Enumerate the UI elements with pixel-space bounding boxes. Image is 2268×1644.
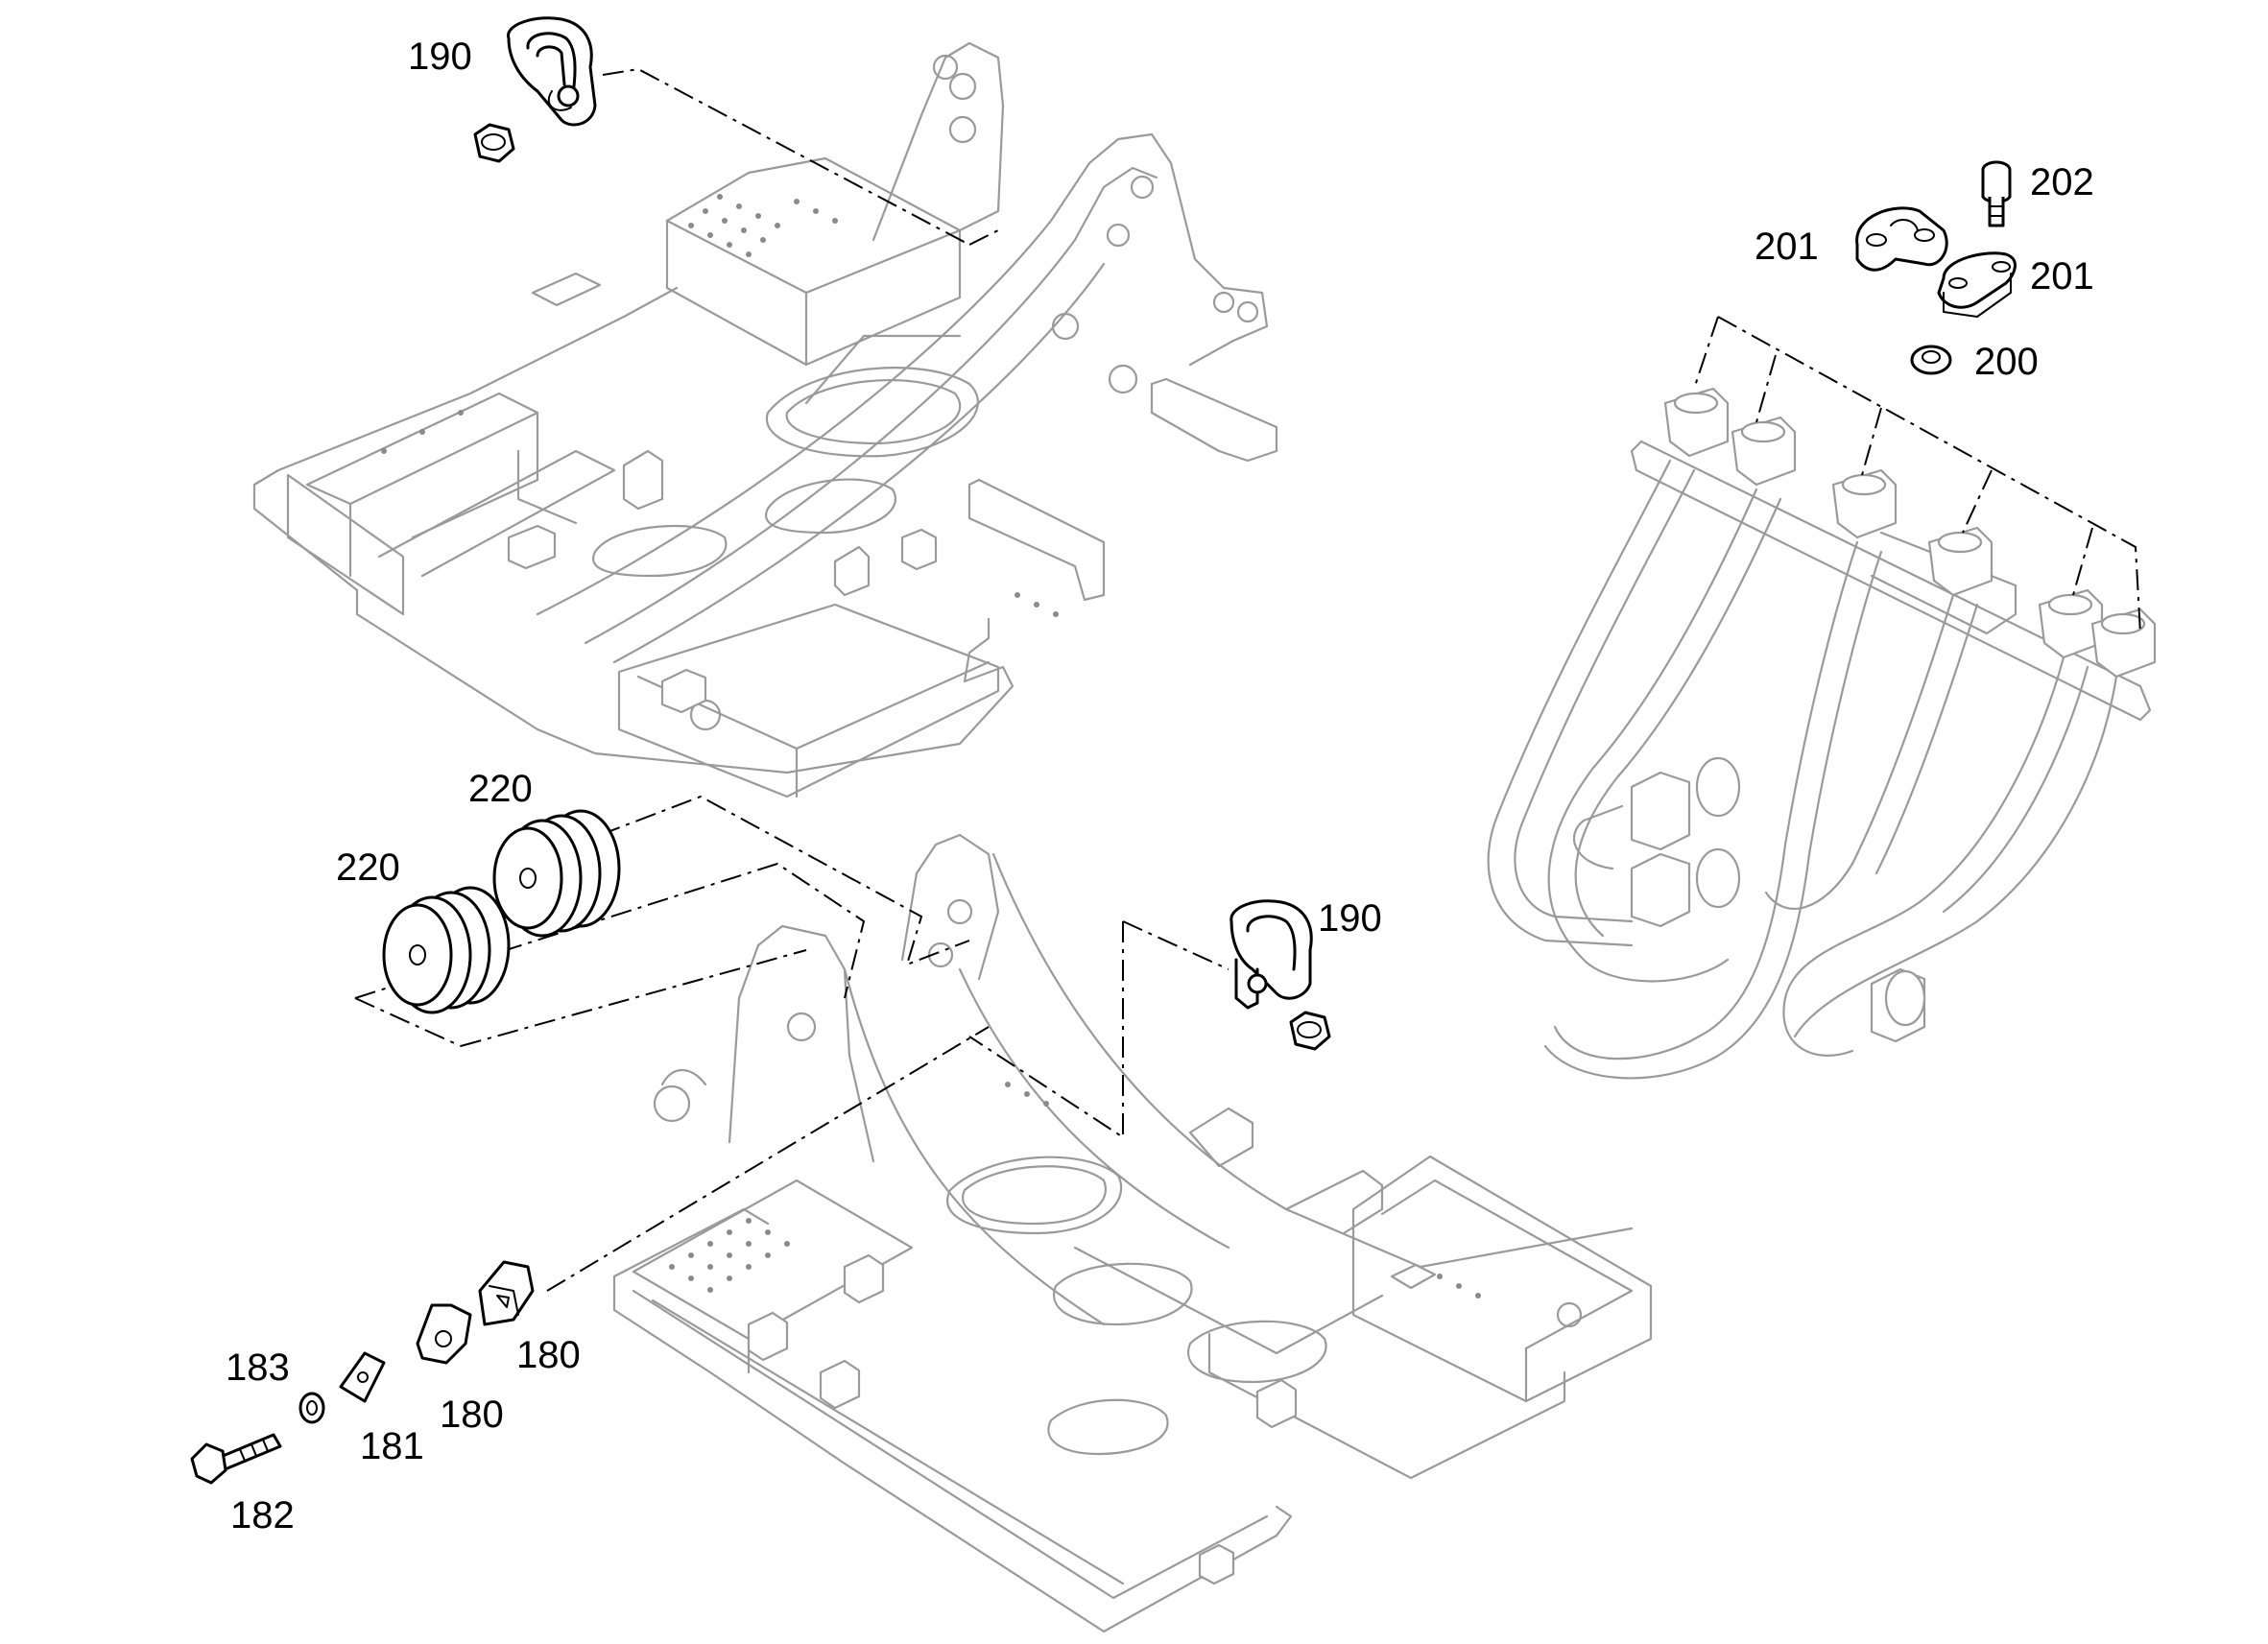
callout-201-upper: 201 xyxy=(1755,226,1819,268)
nut-190-lower xyxy=(1289,1011,1331,1051)
bushing-220-right xyxy=(492,809,621,938)
callout-182: 182 xyxy=(230,1494,295,1537)
washer-183 xyxy=(298,1392,325,1424)
callout-220-right: 220 xyxy=(468,768,533,810)
bolt-182 xyxy=(190,1433,282,1485)
callout-201-lower: 201 xyxy=(2030,255,2094,298)
flange-half-201-upper xyxy=(1855,206,1948,272)
callout-190-lower: 190 xyxy=(1318,897,1382,940)
callout-190-top: 190 xyxy=(408,36,472,78)
screw-202 xyxy=(1981,160,2012,227)
callout-181: 181 xyxy=(360,1425,424,1467)
callout-183: 183 xyxy=(226,1346,290,1389)
flange-half-201-lower xyxy=(1937,251,2017,318)
bracket-180-right xyxy=(478,1260,535,1326)
clamp-190-lower xyxy=(1229,899,1313,1010)
hydraulic-pipe-assembly xyxy=(1487,387,2157,1080)
callout-200: 200 xyxy=(1974,341,2039,383)
upper-main-frame xyxy=(252,41,1278,798)
callout-220-left: 220 xyxy=(336,846,400,889)
bushing-220-left xyxy=(382,886,511,1014)
clamp-190-top xyxy=(507,16,597,127)
callout-180-right: 180 xyxy=(516,1334,581,1376)
lower-main-frame xyxy=(612,833,1653,1633)
bracket-180-left xyxy=(416,1303,472,1365)
callout-202: 202 xyxy=(2030,161,2094,203)
washer-200 xyxy=(1910,345,1952,375)
plate-181 xyxy=(339,1351,386,1403)
nut-190-top xyxy=(473,123,515,163)
callout-180-left: 180 xyxy=(440,1394,504,1436)
